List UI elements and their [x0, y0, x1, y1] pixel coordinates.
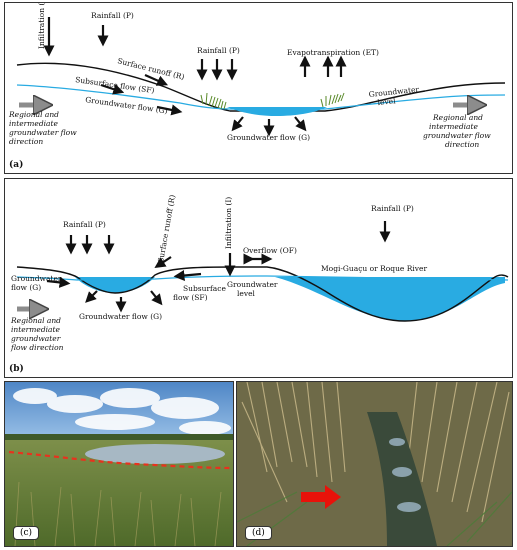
gw-flow-bottom-arrow-3 [150, 290, 163, 306]
red-arrow-icon [301, 485, 341, 509]
subsurface-flow-arrow [100, 83, 125, 95]
pond [85, 444, 225, 464]
rainfall-left-label: Rainfall (P) [91, 11, 134, 20]
surface-runoff-label: Surface runoff (R) [156, 194, 177, 263]
groundwater-flow-bottom-label: Groundwater flow (G) [79, 312, 162, 321]
terrain-line [16, 266, 509, 322]
panel-a-letter: (a) [9, 159, 23, 170]
dry-grass [241, 382, 510, 523]
groundwater-level-label: Groundwaterlevel [368, 85, 420, 108]
groundwater-flow-left-label: Groundwater flow (G) [85, 95, 169, 115]
grass-right-icon [320, 92, 345, 108]
channel-water [367, 412, 437, 546]
panel-a: Infiltration (I) Rainfall (P) Surface ru… [4, 0, 513, 174]
groundwater-level-line [16, 84, 506, 110]
pond-water [227, 107, 327, 116]
panel-b: Rainfall (P) Surface runoff (R) Infiltra… [4, 178, 513, 378]
river-water [275, 277, 505, 321]
overflow-label: Overflow (OF) [243, 246, 297, 255]
surface-runoff-arrow [154, 256, 172, 269]
photo-c-image [5, 382, 233, 546]
clouds [13, 388, 231, 435]
subsurface-flow-label: Subsurface flow (SF) [75, 75, 155, 95]
evapotranspiration-label: Evapotranspiration (ET) [287, 48, 379, 57]
infiltration-label: Infiltration (I) [37, 3, 46, 49]
gw-flow-bottom-arrow-1 [231, 116, 244, 132]
groundwater-flow-left-arrow [156, 104, 183, 116]
gw-flow-bottom-arrow-3 [294, 116, 307, 132]
red-dashed-boundary [8, 450, 232, 470]
water-reflection [389, 438, 421, 512]
panel-a-diagram: Infiltration (I) Rainfall (P) Surface ru… [8, 0, 506, 170]
rainfall-center-label: Rainfall (P) [197, 46, 240, 55]
grass-left-icon [200, 92, 227, 110]
photo-drainage-channel: (d) [236, 381, 513, 547]
photo-d-image [237, 382, 512, 546]
infiltration-label: Infiltration (I) [224, 197, 233, 249]
groundwater-flow-left-arrow [46, 276, 71, 288]
rainfall-right-label: Rainfall (P) [371, 204, 414, 213]
photo-d-letter: (d) [245, 526, 272, 540]
photo-wetland-field: (c) [4, 381, 234, 547]
groundwater-level-line [16, 275, 509, 281]
river-label: Mogi-Guaçu or Roque River [321, 264, 427, 273]
terrain-line [16, 62, 506, 112]
panel-b-diagram: Rainfall (P) Surface runoff (R) Infiltra… [9, 194, 509, 374]
photo-c-letter: (c) [13, 526, 40, 540]
subsurface-flow-arrow [173, 270, 202, 281]
grass-texture [14, 481, 222, 546]
gw-flow-bottom-arrow-1 [85, 290, 98, 303]
groundwater-flow-bottom-label: Groundwater flow (G) [227, 133, 310, 142]
surface-runoff-arrow [144, 73, 169, 86]
panel-b-letter: (b) [9, 363, 24, 374]
rainfall-left-label: Rainfall (P) [63, 220, 106, 229]
